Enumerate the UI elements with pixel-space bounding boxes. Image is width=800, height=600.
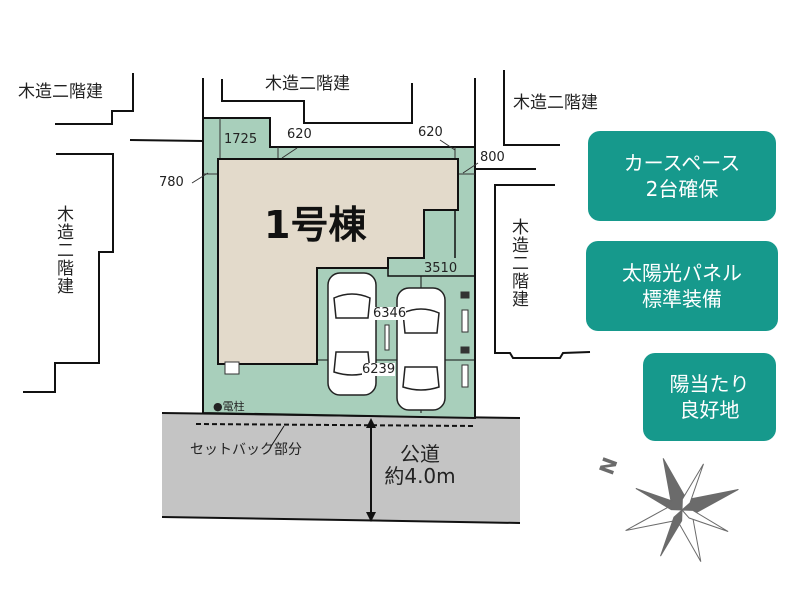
badge-line: カースペース	[623, 151, 741, 175]
dimension-620-right: 620	[418, 125, 443, 140]
neighbor-label-left: 木造二階建	[53, 205, 73, 295]
badge-line: 標準装備	[642, 287, 722, 311]
utility-pole-label: ●電柱	[213, 400, 245, 413]
neighbor-outlines	[23, 70, 591, 393]
neighbor-label-top-center: 木造二階建	[265, 74, 350, 94]
dimension-620-left: 620	[287, 127, 312, 142]
road-label: 公道 約4.0m	[375, 443, 465, 487]
neighbor-label-right: 木造二階建	[508, 218, 528, 308]
badge-line: 良好地	[679, 398, 740, 422]
badge-line: 2台確保	[645, 177, 719, 201]
badge-sunny-lot: 陽当たり 良好地	[643, 353, 776, 441]
badge-line: 太陽光パネル	[622, 261, 742, 285]
dimension-3510: 3510	[424, 261, 458, 276]
car-2	[396, 287, 446, 411]
dimension-800: 800	[480, 150, 505, 165]
neighbor-label-top-right: 木造二階建	[513, 93, 598, 113]
badge-line: 陽当たり	[669, 372, 750, 396]
neighbor-label-top-left: 木造二階建	[18, 82, 103, 102]
bicycle-icons	[460, 291, 470, 388]
road-name: 公道	[400, 442, 440, 466]
badge-car-space: カースペース 2台確保	[588, 131, 776, 221]
public-road	[162, 413, 520, 523]
dimension-6239: 6239	[362, 362, 396, 377]
dimension-780: 780	[159, 175, 184, 190]
dimension-1725: 1725	[224, 132, 258, 147]
badge-solar-panel: 太陽光パネル 標準装備	[586, 241, 778, 331]
compass-rose	[625, 458, 739, 562]
road-width: 約4.0m	[384, 464, 456, 488]
setback-label: セットバック部分	[190, 442, 302, 458]
dimension-6346: 6346	[373, 306, 407, 321]
building-label: 1号棟	[264, 203, 367, 247]
